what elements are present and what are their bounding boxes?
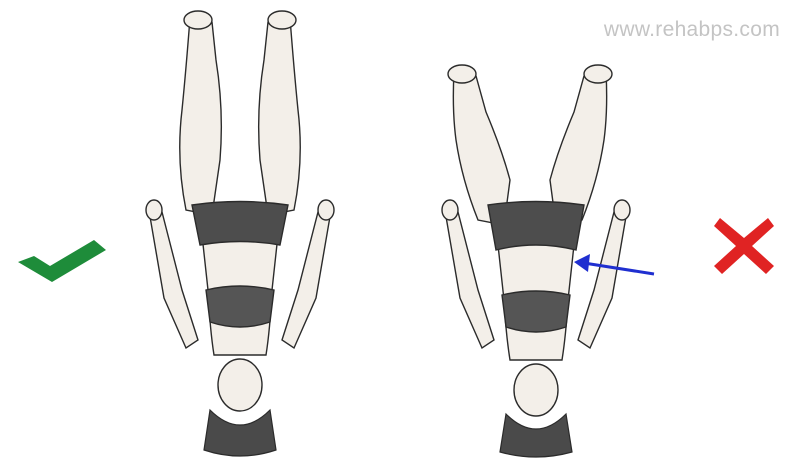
checkmark-icon [14,236,108,286]
figure-incorrect-posture [410,0,670,459]
cross-icon [712,214,776,278]
figure-correct-posture [120,0,380,459]
arrow-icon [570,250,660,290]
